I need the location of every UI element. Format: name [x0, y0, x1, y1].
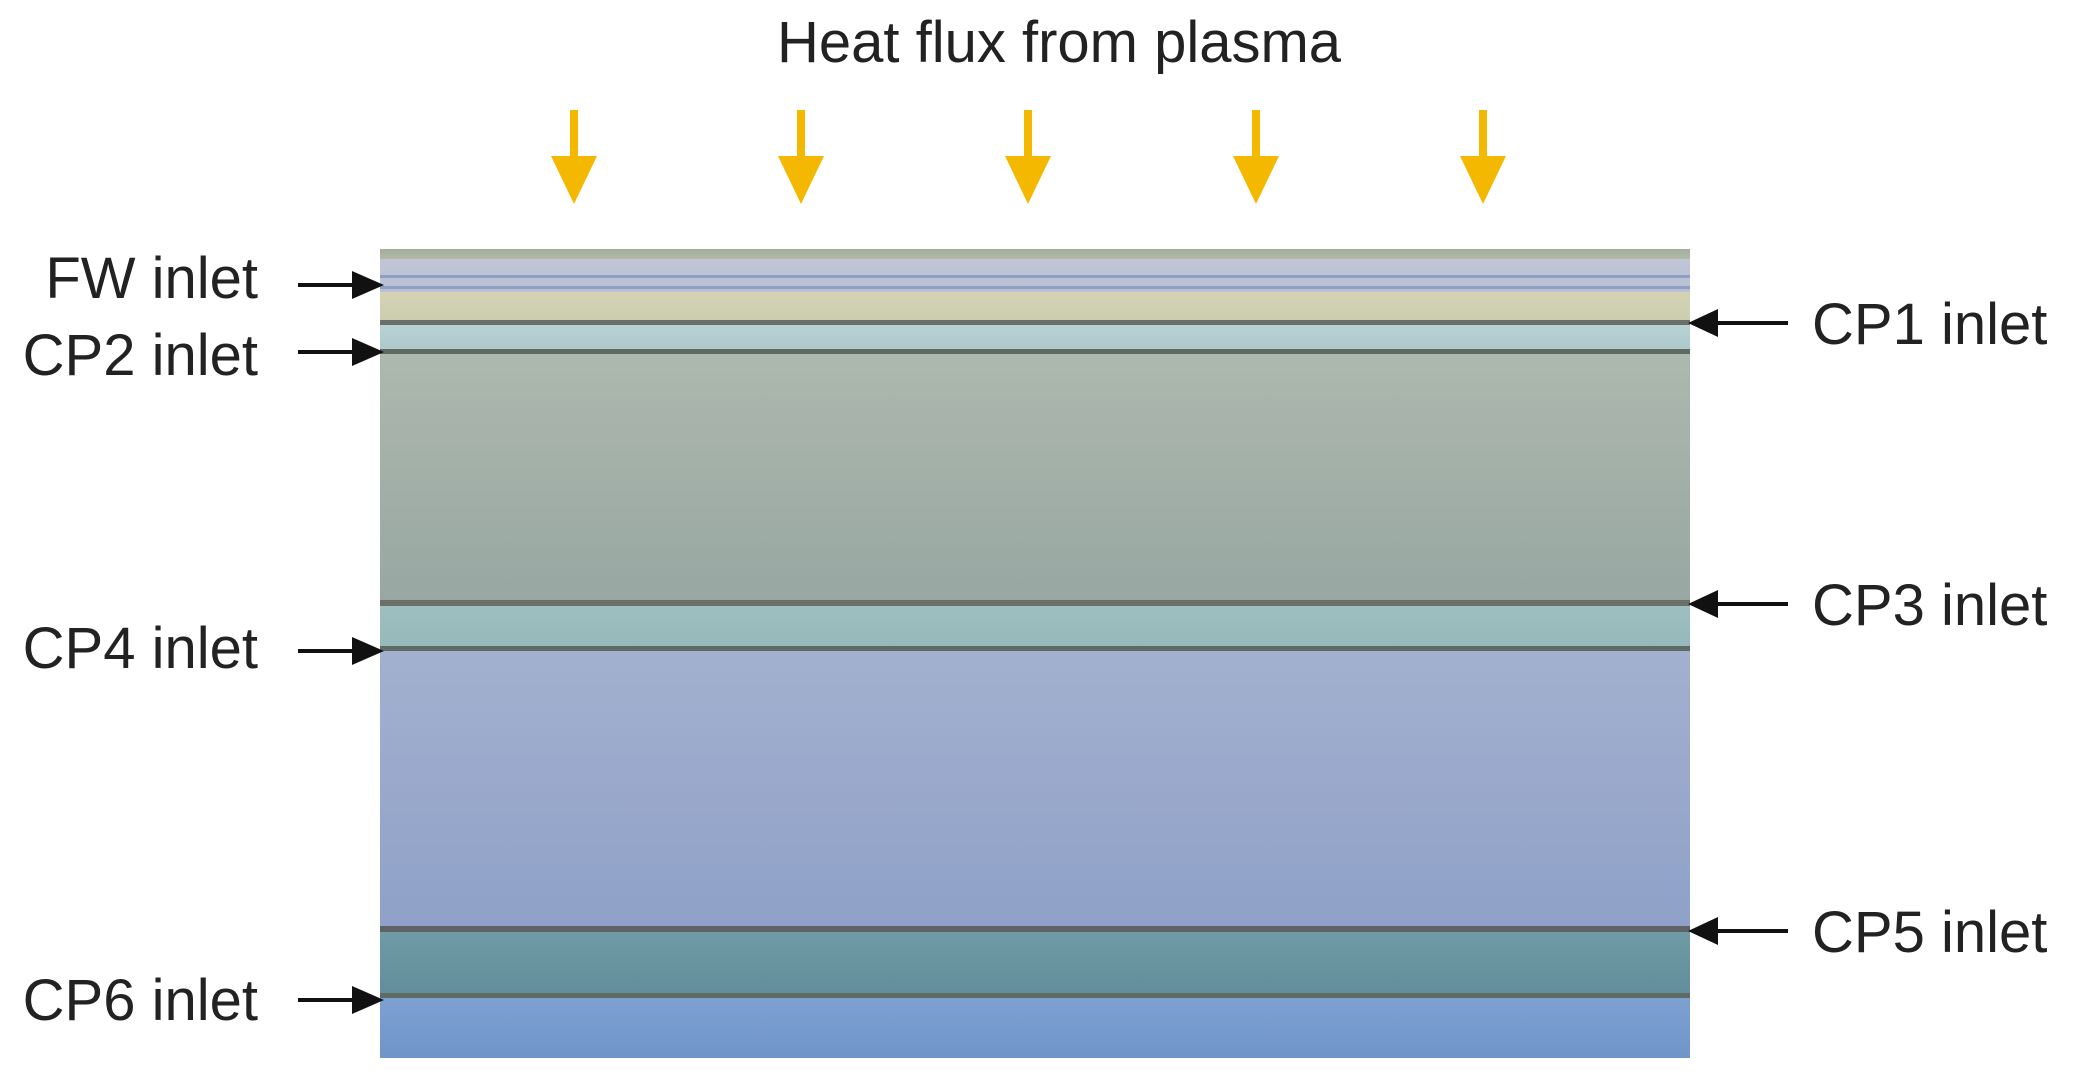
cp2-channel-layer — [380, 325, 1690, 350]
cp1-inlet-label: CP1 inlet — [1812, 292, 2047, 357]
cp4-inlet-label: CP4 inlet — [23, 616, 258, 681]
arrow-left-icon — [1688, 309, 1788, 337]
top-strip-layer — [380, 249, 1690, 259]
heat-flux-arrow-icon — [1005, 110, 1051, 204]
cp3-inlet-label: CP3 inlet — [1812, 573, 2047, 638]
bottom-layer — [380, 998, 1690, 1058]
divider-line — [380, 320, 1690, 325]
heat-flux-arrow-icon — [1460, 110, 1506, 204]
cp6-channel-layer — [380, 932, 1690, 995]
divider-line — [380, 993, 1690, 998]
cp6-inlet-label: CP6 inlet — [23, 968, 258, 1033]
layer-stack — [380, 249, 1690, 1058]
arrow-right-icon — [298, 271, 384, 299]
heat-flux-arrows — [551, 110, 1506, 204]
cp3-channel-layer — [380, 354, 1690, 602]
cp5-channel-layer — [380, 651, 1690, 926]
heat-flux-arrow-icon — [778, 110, 824, 204]
fw-inlet-label: FW inlet — [45, 246, 258, 311]
fw-thin-line — [380, 286, 1690, 289]
arrow-right-icon — [298, 637, 384, 665]
arrow-left-icon — [1688, 917, 1788, 945]
diagram-title: Heat flux from plasma — [777, 10, 1342, 75]
cp2-inlet-label: CP2 inlet — [23, 323, 258, 388]
divider-line — [380, 926, 1690, 932]
divider-line — [380, 600, 1690, 606]
fw-thin-line — [380, 275, 1690, 278]
cp5-inlet-label: CP5 inlet — [1812, 900, 2047, 965]
divider-line — [380, 349, 1690, 354]
arrow-right-icon — [298, 338, 384, 366]
heat-flux-arrow-icon — [1233, 110, 1279, 204]
cp4-channel-layer — [380, 606, 1690, 647]
left-inlet-arrows — [298, 271, 384, 1014]
heat-flux-arrow-icon — [551, 110, 597, 204]
divider-line — [380, 646, 1690, 651]
arrow-right-icon — [298, 986, 384, 1014]
cp1-channel-layer — [380, 292, 1690, 321]
arrow-left-icon — [1688, 590, 1788, 618]
right-inlet-arrows — [1688, 309, 1788, 945]
